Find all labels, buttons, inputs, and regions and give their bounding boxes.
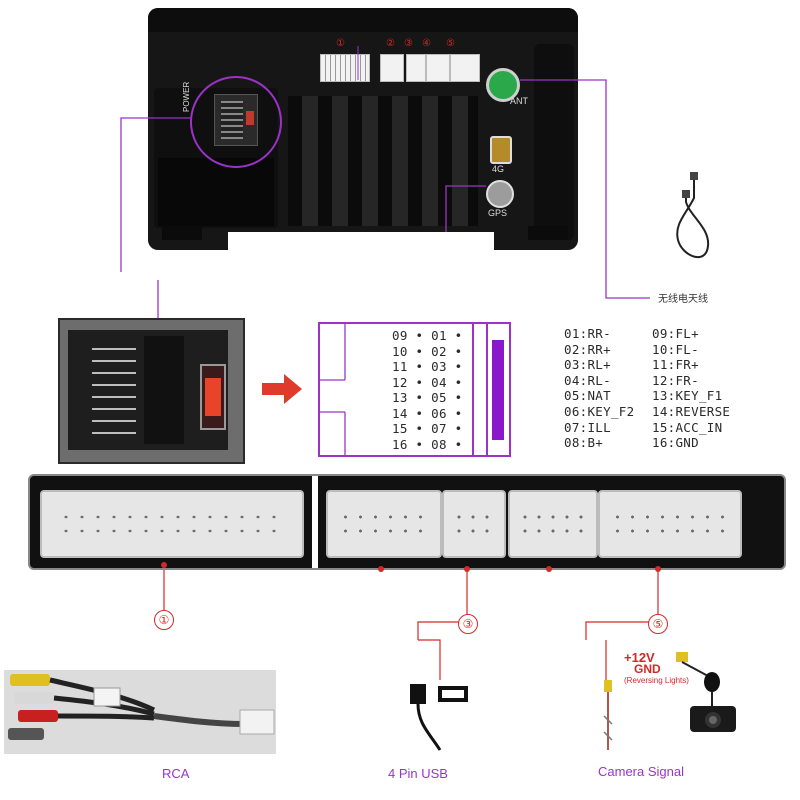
pin-legend-item: 03:RL+ — [564, 357, 611, 373]
heat-sink — [288, 96, 478, 226]
pin-legend-right: 09:FL+ 10:FL- 11:FR+ 12:FR- 13:KEY_F1 14… — [652, 326, 792, 451]
lte-connector — [490, 136, 512, 164]
pin-legend-item: 08:B+ — [564, 435, 604, 451]
camera-wire — [603, 680, 613, 750]
port-5 — [450, 54, 480, 82]
gps-connector — [486, 180, 514, 208]
camera-icon — [676, 652, 736, 732]
pin-legend-item: 07:ILL — [564, 419, 611, 435]
port-markers: ① ② ③ ④ ⑤ — [336, 38, 486, 52]
connector-4 — [508, 490, 598, 558]
pin-legend-item: 12:FR- — [652, 372, 699, 388]
pin-legend-item: 06:KEY_F2 — [564, 403, 635, 419]
antenna-cable-label: 无线电天线 — [658, 294, 708, 305]
pin-legend-item: 04:RL- — [564, 372, 611, 388]
port-4 — [426, 54, 450, 82]
pinout-divider — [472, 324, 474, 455]
camera-note: (Reversing Lights) — [624, 676, 689, 685]
port-marker-2: ② — [386, 38, 395, 49]
port-2 — [380, 54, 404, 82]
port-marker-3: ③ — [404, 38, 413, 49]
power-connector — [214, 94, 258, 146]
pin-legend-item: 16:GND — [652, 435, 699, 451]
pin-legend-item: 05:NAT — [564, 388, 611, 404]
head-unit-rim — [148, 8, 578, 32]
harness-strip — [28, 474, 786, 570]
callout-5: ⑤ — [648, 614, 668, 634]
callout-3: ③ — [458, 614, 478, 634]
camera-power-label: +12V — [624, 650, 655, 665]
usb-cable-icon — [410, 684, 468, 751]
power-label: POWER — [182, 81, 191, 112]
ant-connector — [486, 68, 520, 102]
head-unit-right-rail — [534, 44, 574, 240]
pin-legend-item: 14:REVERSE — [652, 403, 731, 419]
port-marker-5: ⑤ — [446, 38, 455, 49]
harness-marker — [546, 566, 552, 572]
pinout-row: 12 • 04 • — [392, 374, 463, 390]
arrow-icon — [262, 374, 302, 404]
harness-marker — [378, 566, 384, 572]
mount-tab — [162, 226, 202, 240]
pin-legend-item: 11:FR+ — [652, 357, 699, 373]
rca-cable-photo — [4, 670, 276, 754]
connector-3 — [442, 490, 506, 558]
port-1 — [320, 54, 370, 82]
pin-legend-item: 01:RR- — [564, 326, 611, 341]
pinout-rows: 09 • 01 • 10 • 02 • 11 • 03 • 12 • 04 • … — [392, 328, 472, 452]
harness-marker — [161, 562, 167, 568]
ant-label: ANT — [510, 96, 528, 106]
pinout-row: 09 • 01 • — [392, 328, 463, 343]
pinout-row: 10 • 02 • — [392, 343, 463, 359]
pin-legend-item: 15:ACC_IN — [652, 419, 723, 435]
harness-marker — [464, 566, 470, 572]
pin-legend-item: 10:FL- — [652, 341, 699, 357]
head-unit: POWER ① ② ③ ④ ⑤ ANT 4G GPS — [148, 8, 578, 250]
pin-legend-item: 09:FL+ — [652, 326, 699, 341]
head-unit-left-screen — [158, 158, 274, 226]
port-3 — [406, 54, 426, 82]
connector-5 — [598, 490, 742, 558]
harness-marker — [655, 566, 661, 572]
port-marker-4: ④ — [422, 38, 431, 49]
pinout-row: 13 • 05 • — [392, 390, 463, 405]
pinout-divider — [486, 324, 488, 455]
usb-label: 4 Pin USB — [388, 766, 448, 781]
callout-5-line — [585, 570, 659, 640]
pin-legend-item: 13:KEY_F1 — [652, 388, 723, 404]
fuse — [200, 364, 226, 430]
power-connector-closeup — [58, 318, 245, 464]
pinout-diagram: 09 • 01 • 10 • 02 • 11 • 03 • 12 • 04 • … — [318, 322, 511, 457]
pinout-key — [492, 340, 504, 440]
lte-label: 4G — [492, 164, 505, 174]
pinout-row: 11 • 03 • — [392, 359, 463, 374]
pinout-row: 15 • 07 • — [392, 421, 463, 436]
connector-2 — [326, 490, 442, 558]
camera-label: Camera Signal — [598, 764, 684, 779]
pinout-row: 16 • 08 • — [392, 436, 463, 452]
antenna-cable — [676, 172, 710, 259]
rca-cable-illustration — [8, 674, 275, 740]
rca-label: RCA — [162, 766, 190, 781]
pin-legend-item: 02:RR+ — [564, 341, 611, 357]
pin-row — [92, 342, 136, 442]
connector-1 — [40, 490, 304, 558]
pinout-row: 14 • 06 • — [392, 405, 463, 421]
callout-1: ① — [154, 610, 174, 630]
camera-gnd-label: GND — [634, 662, 661, 676]
port-marker-1: ① — [336, 38, 345, 49]
gps-label: GPS — [488, 208, 508, 218]
pin-legend-left: 01:RR- 02:RR+ 03:RL+ 04:RL- 05:NAT 06:KE… — [564, 326, 654, 451]
mount-tab — [528, 226, 568, 240]
